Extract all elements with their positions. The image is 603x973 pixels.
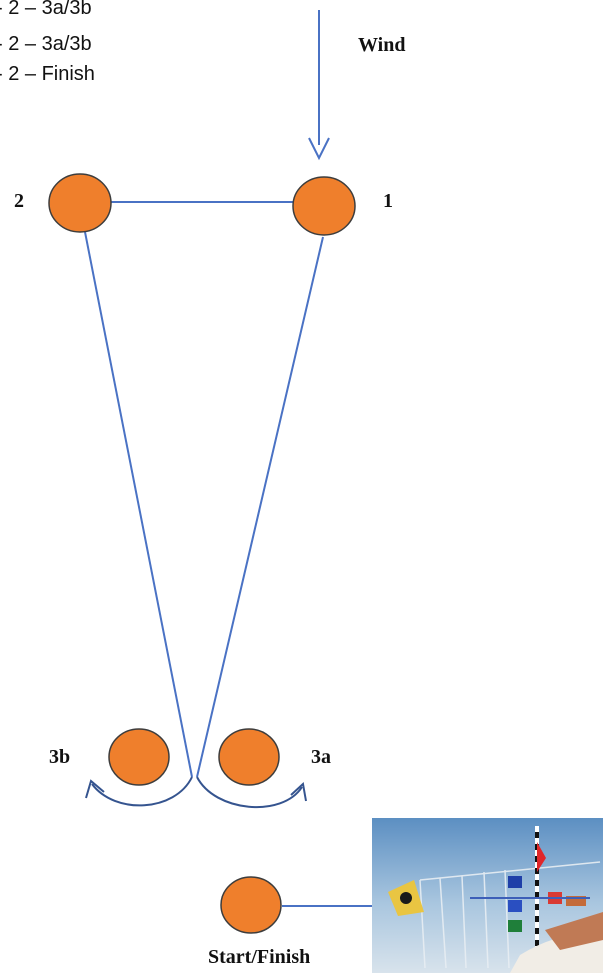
rounding-arrow-right-head <box>290 782 307 802</box>
start-finish-buoy <box>220 876 282 934</box>
wind-arrow-head <box>308 137 330 161</box>
committee-boat-photo <box>372 818 603 973</box>
course-sequence-line-1: - 2 – 3a/3b <box>0 0 92 19</box>
wind-label: Wind <box>358 34 406 56</box>
start-finish-label: Start/Finish <box>208 946 311 968</box>
mark-2-buoy <box>48 173 112 233</box>
course-sequence-line-3: - 2 – Finish <box>0 63 95 85</box>
mark-1-label: 1 <box>383 190 393 212</box>
mark-3a-label: 3a <box>311 746 331 768</box>
mark-3b-label: 3b <box>49 746 71 768</box>
leg-1-to-gate <box>196 236 324 778</box>
leg-2-to-gate <box>84 231 193 778</box>
rounding-arrow-left-head <box>85 779 105 799</box>
mark-3b-buoy <box>108 728 170 786</box>
course-sequence-line-2: - 2 – 3a/3b <box>0 33 92 55</box>
rounding-arrow-right <box>196 776 303 809</box>
mark-3a-buoy <box>218 728 280 786</box>
rounding-arrow-left <box>91 776 193 807</box>
mark-1-buoy <box>292 176 356 236</box>
mark-2-label: 2 <box>14 190 24 212</box>
